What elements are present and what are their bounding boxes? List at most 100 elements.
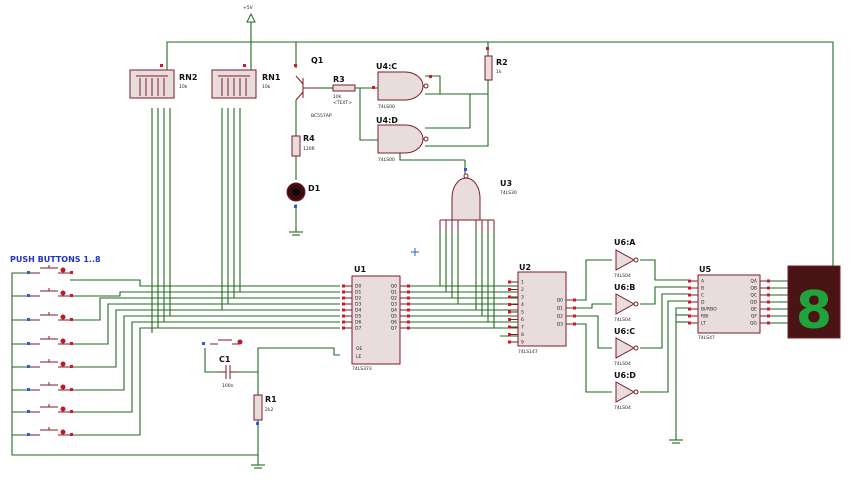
u5-pin-qf: QF (751, 314, 758, 320)
u5-pin-c: C (701, 293, 704, 299)
u6a-inverter[interactable]: U6:A 74LS04 (614, 238, 639, 279)
u4c-ref: U4:C (376, 62, 397, 71)
r3-note: <TEXT> (333, 100, 352, 106)
u1-pin-q2: Q2 (391, 296, 398, 302)
u1-pin-d1: D1 (355, 290, 361, 296)
push-button-8[interactable] (27, 427, 73, 436)
u5-pin-b: B (701, 286, 704, 292)
u6c-inverter[interactable]: U6:C 74LS04 (614, 327, 639, 367)
u4d-nand-gate[interactable]: U4:D 74LS00 (376, 116, 429, 163)
u6d-value: 74LS04 (614, 405, 631, 411)
u6d-inverter[interactable]: U6:D 74LS04 (614, 371, 639, 411)
push-button-2[interactable] (27, 288, 73, 297)
push-buttons-label: PUSH BUTTONS 1..8 (10, 255, 101, 264)
push-button-4[interactable] (27, 336, 73, 345)
u5-pin-birbo: BI/RBO (701, 307, 717, 313)
push-button-5[interactable] (27, 359, 73, 368)
u1-pin-q5: Q5 (391, 314, 398, 320)
c1-ref: C1 (219, 355, 231, 364)
u2-pin-3: 3 (521, 295, 524, 301)
q1-transistor[interactable]: Q1 BC557AP (294, 56, 332, 119)
u6b-value: 74LS04 (614, 317, 631, 323)
u1-ref: U1 (354, 265, 366, 274)
u1-le-pin: LE (356, 354, 362, 360)
cursor-marker-icon (411, 248, 419, 256)
u1-oe-pin: OE (356, 346, 363, 352)
ground-icon (289, 231, 303, 236)
u5-pin-qc: QC (750, 293, 757, 299)
push-button-1[interactable] (27, 265, 73, 274)
r3-ref: R3 (333, 75, 345, 84)
u3-nand-gate[interactable]: U3 74LS30 (439, 168, 517, 232)
u2-pin-q1: Q1 (557, 306, 564, 312)
push-button-6[interactable] (27, 382, 73, 391)
seven-segment-display[interactable]: 8 (787, 265, 841, 341)
u5-pin-qa: QA (750, 279, 758, 285)
r4-resistor[interactable]: R4 120R (291, 134, 315, 157)
r2-value: 1k (496, 69, 502, 75)
u2-pin-4: 4 (521, 302, 524, 308)
d1-led[interactable]: D1 (286, 182, 321, 208)
vcc-terminal: +5V (243, 5, 256, 23)
u5-pin-rbi: RBI (701, 314, 709, 320)
u6a-ref: U6:A (614, 238, 636, 247)
r2-resistor[interactable]: R2 1k (484, 47, 508, 81)
r3-resistor[interactable]: R3 10k <TEXT> (332, 75, 356, 106)
q1-value: BC557AP (311, 113, 332, 119)
r2-ref: R2 (496, 58, 508, 67)
u1-pin-d6: D6 (355, 320, 361, 326)
u6b-inverter[interactable]: U6:B 74LS04 (614, 283, 639, 323)
u6c-value: 74LS04 (614, 361, 631, 367)
c1-value: 100n (222, 383, 234, 389)
display-digit: 8 (796, 281, 832, 341)
u4d-ref: U4:D (376, 116, 398, 125)
u2-pin-1: 1 (521, 280, 524, 286)
rn2-ref: RN2 (179, 73, 197, 82)
push-button-7[interactable] (27, 404, 73, 413)
u1-pin-q4: Q4 (391, 308, 398, 314)
r1-resistor[interactable]: R1 2k2 (253, 394, 277, 425)
u2-pin-q0: Q0 (557, 298, 564, 304)
rn1-value: 10k (262, 84, 271, 90)
u1-pin-d3: D3 (355, 302, 361, 308)
u2-pin-8: 8 (521, 332, 524, 338)
u2-pin-5: 5 (521, 310, 524, 316)
vcc-label: +5V (243, 5, 254, 11)
u2-pin-q3: Q3 (557, 322, 564, 328)
u5-pin-qg: QG (750, 321, 758, 327)
u5-pin-d: D (701, 300, 705, 306)
u1-pin-d4: D4 (355, 308, 361, 314)
u5-pin-a: A (701, 279, 705, 285)
u4d-value: 74LS00 (378, 157, 395, 163)
rn2-resistor-network[interactable]: RN2 10k (129, 64, 197, 99)
r1-ref: R1 (265, 395, 277, 404)
ground-symbols (251, 231, 683, 469)
u2-pin-9: 9 (521, 340, 524, 346)
u2-ref: U2 (519, 263, 531, 272)
u3-value: 74LS30 (500, 190, 517, 196)
u1-pin-d7: D7 (355, 326, 361, 332)
u1-pin-d0: D0 (355, 284, 361, 290)
u6b-ref: U6:B (614, 283, 635, 292)
u6d-ref: U6:D (614, 371, 636, 380)
rn1-ref: RN1 (262, 73, 281, 82)
u2-pin-6: 6 (521, 317, 524, 323)
u1-pin-q6: Q6 (391, 320, 398, 326)
u4c-nand-gate[interactable]: U4:C 74LS00 (372, 62, 432, 110)
rn1-resistor-network[interactable]: RN1 10k (211, 64, 281, 99)
reset-push-button[interactable] (202, 339, 243, 346)
u5-pin-qb: QB (750, 286, 757, 292)
push-button-3[interactable] (27, 312, 73, 321)
c1-capacitor[interactable]: C1 100n (218, 355, 238, 389)
r3-value: 10k (333, 94, 342, 100)
ground-icon (669, 439, 683, 444)
u4c-value: 74LS00 (378, 104, 395, 110)
u2-value: 74LS147 (518, 349, 538, 355)
u5-pin-qe: QE (751, 307, 758, 313)
u1-pin-d5: D5 (355, 314, 361, 320)
